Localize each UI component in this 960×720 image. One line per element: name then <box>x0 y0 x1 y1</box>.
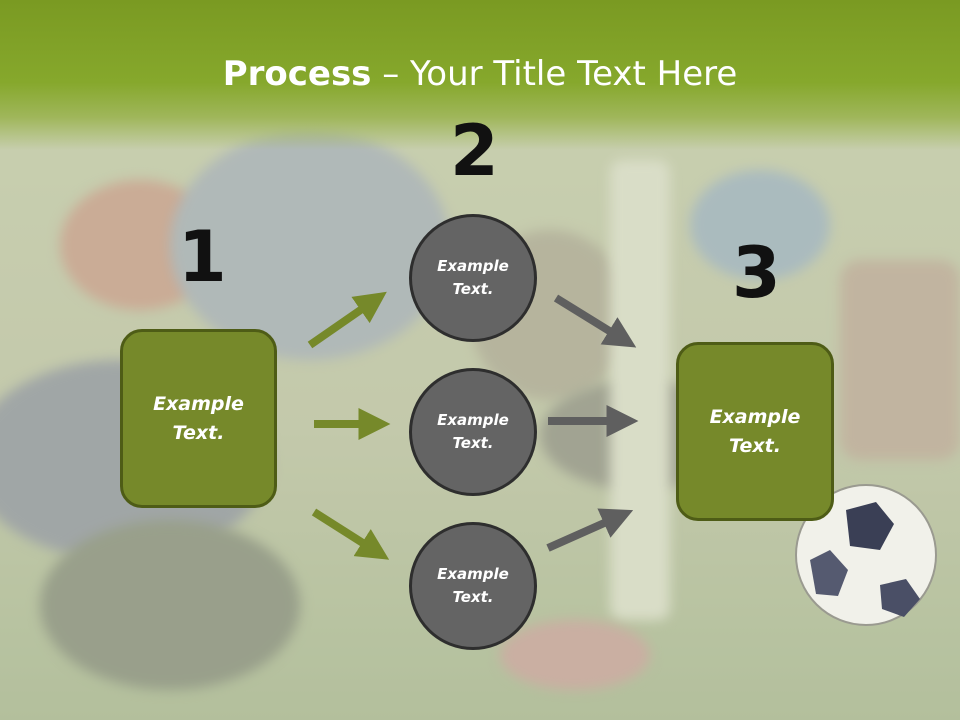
step-number-3: 3 <box>732 232 781 314</box>
title-rest: – Your Title Text Here <box>371 54 738 94</box>
slide-title: Process – Your Title Text Here <box>0 52 960 96</box>
arrow-to-top-circle <box>307 291 387 349</box>
circle-top[interactable]: Example Text. <box>409 214 537 342</box>
step-box-right-label: Example Text. <box>709 405 801 457</box>
circle-bottom-label: Example Text. <box>437 565 509 606</box>
photo-shape-goal-post <box>610 160 670 620</box>
step-box-right[interactable]: Example Text. <box>676 342 834 521</box>
circle-middle-label: Example Text. <box>437 411 509 452</box>
circle-top-label: Example Text. <box>437 257 509 298</box>
step-number-1: 1 <box>178 216 227 298</box>
step-box-left[interactable]: Example Text. <box>120 329 277 508</box>
step-box-left-label: Example Text. <box>153 392 244 444</box>
arrow-from-top-circle <box>553 294 637 348</box>
photo-shape-boot <box>500 620 650 690</box>
arrow-from-bottom-circle <box>546 508 634 552</box>
photo-shape-dark-shorts <box>40 520 300 690</box>
circle-bottom[interactable]: Example Text. <box>409 522 537 650</box>
title-bold: Process <box>222 54 372 94</box>
soccer-ball-icon <box>795 484 937 626</box>
step-number-2: 2 <box>450 110 499 192</box>
title-band <box>0 0 960 150</box>
circle-middle[interactable]: Example Text. <box>409 368 537 496</box>
photo-shape-glove <box>690 170 830 280</box>
photo-shape-red-right <box>840 260 960 460</box>
arrow-to-bottom-circle <box>311 508 390 560</box>
photo-shape-player-body <box>170 130 450 360</box>
